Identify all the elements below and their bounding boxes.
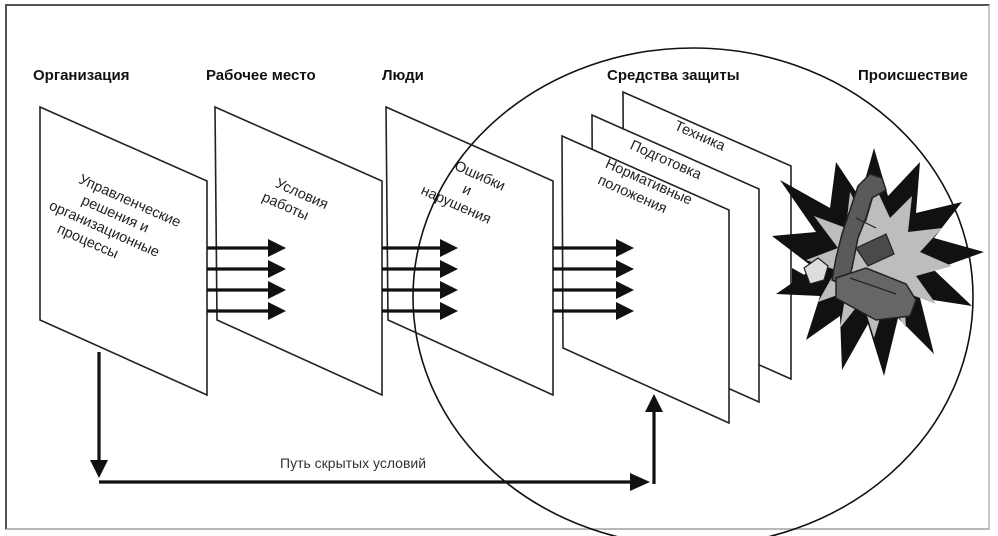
header-organization: Организация (33, 67, 130, 84)
arrowhead-icon (616, 281, 634, 299)
latent-conditions-path: Путь скрытых условий (90, 352, 663, 491)
arrowhead-icon (616, 239, 634, 257)
arrowhead-icon (440, 239, 458, 257)
arrow-bundles (207, 239, 808, 320)
header-defenses: Средства защиты (607, 67, 740, 84)
arrow-bundle-workplace-to-people (382, 239, 458, 320)
accident-explosion-icon (772, 148, 984, 376)
arrowhead-icon (268, 302, 286, 320)
header-people: Люди (382, 67, 424, 84)
arrowhead-icon (268, 239, 286, 257)
up-arrowhead-icon (645, 394, 663, 412)
arrow-bundle-org-to-workplace (207, 239, 286, 320)
arrowhead-icon (616, 302, 634, 320)
header-workplace: Рабочее место (206, 67, 316, 84)
panel-people: Ошибки и нарушения (385, 105, 554, 397)
header-accident: Происшествие (858, 67, 968, 84)
arrow-bundle-people-to-defenses (553, 239, 634, 320)
right-arrowhead-icon (630, 473, 650, 491)
latent-path-label: Путь скрытых условий (280, 455, 426, 471)
arrowhead-icon (440, 260, 458, 278)
arrowhead-icon (440, 281, 458, 299)
diagram-frame (5, 4, 990, 530)
down-arrowhead-icon (90, 460, 108, 478)
arrowhead-icon (268, 260, 286, 278)
panel-workplace: Условия работы (214, 105, 383, 397)
arrowhead-icon (440, 302, 458, 320)
falling-person-icon (803, 173, 917, 321)
defense-layer-regulations: Нормативные положения (561, 134, 730, 425)
arrowhead-icon (268, 281, 286, 299)
panel-organization: Управленческие решения и организационные… (39, 105, 208, 397)
arrowhead-icon (616, 260, 634, 278)
defense-zone-ellipse (412, 47, 974, 536)
